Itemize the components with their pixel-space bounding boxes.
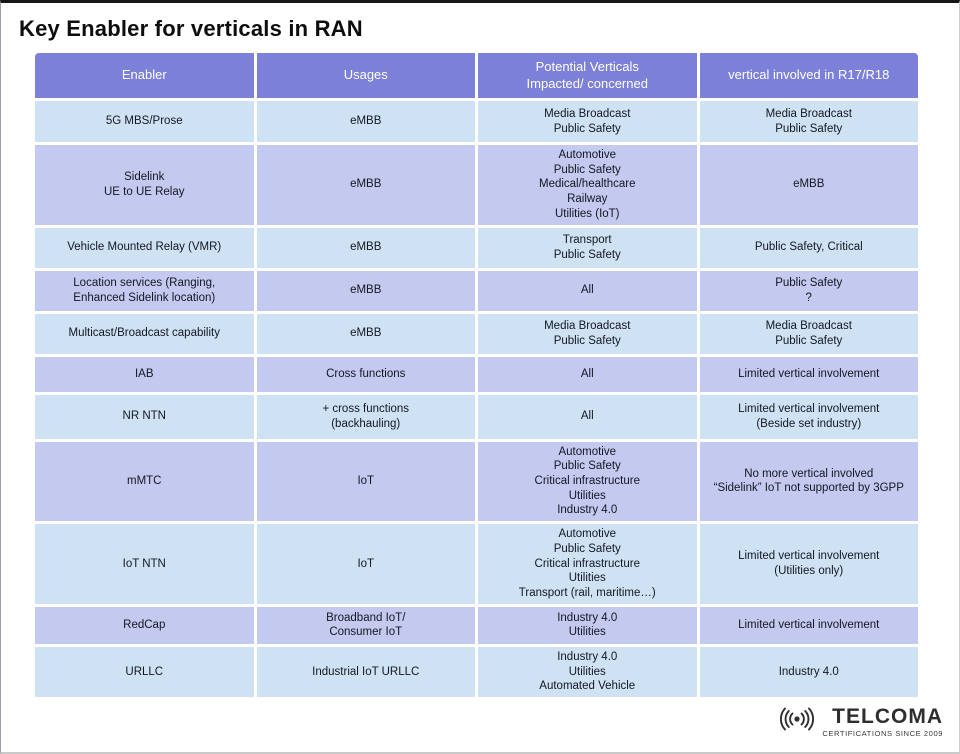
cell-usages: eMBB: [256, 145, 475, 225]
col-header-usages: Usages: [256, 53, 475, 98]
table-body: 5G MBS/Prose eMBB Media Broadcast Public…: [35, 101, 918, 697]
cell-verticals: Industry 4.0 Utilities Automated Vehicle: [478, 646, 697, 697]
cell-r17r18: Limited vertical involvement (Utilities …: [699, 524, 918, 604]
cell-r17r18: Media Broadcast Public Safety: [699, 101, 918, 142]
cell-verticals: All: [478, 356, 697, 392]
cell-r17r18: Industry 4.0: [699, 646, 918, 697]
cell-enabler: Location services (Ranging, Enhanced Sid…: [35, 270, 254, 311]
cell-enabler: RedCap: [35, 606, 254, 644]
cell-usages: Broadband IoT/ Consumer IoT: [256, 606, 475, 644]
cell-verticals: Automotive Public Safety Critical infras…: [478, 524, 697, 604]
cell-verticals: Media Broadcast Public Safety: [478, 313, 697, 354]
cell-enabler: Vehicle Mounted Relay (VMR): [35, 227, 254, 268]
table-header: Enabler Usages Potential Verticals Impac…: [35, 53, 918, 98]
cell-r17r18: Limited vertical involvement: [699, 606, 918, 644]
col-header-r17-r18: vertical involved in R17/R18: [699, 53, 918, 98]
cell-r17r18: Public Safety ?: [699, 270, 918, 311]
cell-enabler: mMTC: [35, 441, 254, 522]
cell-enabler: IoT NTN: [35, 524, 254, 604]
table-row: NR NTN + cross functions (backhauling) A…: [35, 394, 918, 439]
cell-usages: Cross functions: [256, 356, 475, 392]
cell-usages: IoT: [256, 441, 475, 522]
table-row: Multicast/Broadcast capability eMBB Medi…: [35, 313, 918, 354]
cell-enabler: NR NTN: [35, 394, 254, 439]
table-row: URLLC Industrial IoT URLLC Industry 4.0 …: [35, 646, 918, 697]
cell-usages: Industrial IoT URLLC: [256, 646, 475, 697]
cell-verticals: All: [478, 270, 697, 311]
table-row: RedCap Broadband IoT/ Consumer IoT Indus…: [35, 606, 918, 644]
cell-r17r18: No more vertical involved “Sidelink” IoT…: [699, 441, 918, 522]
page-title: Key Enabler for verticals in RAN: [19, 16, 363, 41]
cell-r17r18: Media Broadcast Public Safety: [699, 313, 918, 354]
table-row: Location services (Ranging, Enhanced Sid…: [35, 270, 918, 311]
logo-text: TELCOMA CERTIFICATIONS SINCE 2009: [822, 706, 943, 738]
cell-enabler: IAB: [35, 356, 254, 392]
col-header-enabler: Enabler: [35, 53, 254, 98]
telcoma-logo: TELCOMA CERTIFICATIONS SINCE 2009: [776, 703, 943, 740]
cell-verticals: Automotive Public Safety Critical infras…: [478, 441, 697, 522]
cell-usages: eMBB: [256, 227, 475, 268]
cell-r17r18: eMBB: [699, 145, 918, 225]
table-row: mMTC IoT Automotive Public Safety Critic…: [35, 441, 918, 522]
cell-r17r18: Limited vertical involvement: [699, 356, 918, 392]
enablers-table: Enabler Usages Potential Verticals Impac…: [32, 50, 921, 700]
cell-verticals: Automotive Public Safety Medical/healthc…: [478, 145, 697, 225]
table-row: IAB Cross functions All Limited vertical…: [35, 356, 918, 392]
cell-enabler: URLLC: [35, 646, 254, 697]
cell-usages: eMBB: [256, 313, 475, 354]
radio-signal-icon: [776, 703, 818, 740]
cell-enabler: Multicast/Broadcast capability: [35, 313, 254, 354]
cell-usages: eMBB: [256, 270, 475, 311]
cell-enabler: 5G MBS/Prose: [35, 101, 254, 142]
cell-enabler: Sidelink UE to UE Relay: [35, 145, 254, 225]
header-row: Enabler Usages Potential Verticals Impac…: [35, 53, 918, 98]
cell-usages: IoT: [256, 524, 475, 604]
cell-verticals: Transport Public Safety: [478, 227, 697, 268]
table-row: IoT NTN IoT Automotive Public Safety Cri…: [35, 524, 918, 604]
cell-r17r18: Public Safety, Critical: [699, 227, 918, 268]
cell-verticals: Industry 4.0 Utilities: [478, 606, 697, 644]
cell-r17r18: Limited vertical involvement (Beside set…: [699, 394, 918, 439]
table-row: 5G MBS/Prose eMBB Media Broadcast Public…: [35, 101, 918, 142]
table-row: Vehicle Mounted Relay (VMR) eMBB Transpo…: [35, 227, 918, 268]
brand-name: TELCOMA: [832, 704, 943, 728]
cell-verticals: Media Broadcast Public Safety: [478, 101, 697, 142]
brand-tagline: CERTIFICATIONS SINCE 2009: [822, 728, 943, 738]
cell-usages: eMBB: [256, 101, 475, 142]
cell-verticals: All: [478, 394, 697, 439]
col-header-potential-verticals: Potential Verticals Impacted/ concerned: [478, 53, 697, 98]
cell-usages: + cross functions (backhauling): [256, 394, 475, 439]
table-row: Sidelink UE to UE Relay eMBB Automotive …: [35, 145, 918, 225]
